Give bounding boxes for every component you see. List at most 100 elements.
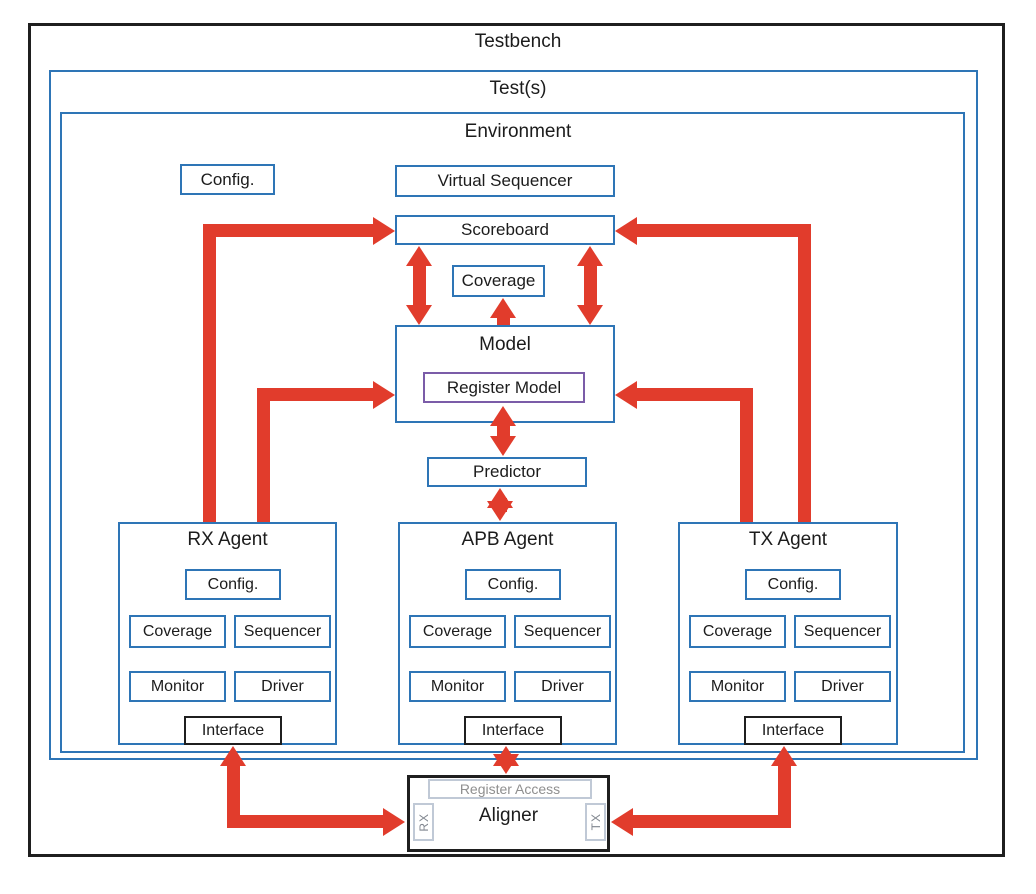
virtual-sequencer-label: Virtual Sequencer bbox=[437, 171, 573, 190]
model-title: Model bbox=[479, 334, 531, 355]
down-arrowhead-icon bbox=[406, 305, 432, 325]
arrow-vertical-shaft bbox=[497, 422, 510, 440]
up-arrowhead-icon bbox=[490, 298, 516, 318]
agent-coverage-label: Coverage bbox=[702, 622, 773, 640]
arrow-vertical-shaft bbox=[798, 224, 811, 522]
agent-config-box: Config. bbox=[465, 569, 561, 600]
coverage-label: Coverage bbox=[461, 271, 536, 290]
agent-title: TX Agent bbox=[748, 529, 828, 550]
arrow-vertical-shaft bbox=[413, 262, 426, 309]
agent-coverage-box: Coverage bbox=[689, 615, 786, 648]
agent-config-box: Config. bbox=[185, 569, 281, 600]
arrow-horizontal-shaft bbox=[257, 388, 375, 401]
agent-sequencer-label: Sequencer bbox=[803, 622, 882, 640]
register-access-box: Register Access bbox=[428, 779, 592, 799]
agent-interface-label: Interface bbox=[761, 721, 825, 739]
tests-title: Test(s) bbox=[489, 78, 547, 99]
up-arrowhead-icon bbox=[220, 746, 246, 766]
agent-sequencer-box: Sequencer bbox=[514, 615, 611, 648]
testbench-frame bbox=[28, 23, 1005, 857]
virtual-sequencer-box: Virtual Sequencer bbox=[395, 165, 615, 197]
agent-interface-label: Interface bbox=[201, 721, 265, 739]
predictor-box: Predictor bbox=[427, 457, 587, 487]
testbench-title: Testbench bbox=[474, 31, 562, 52]
predictor-label: Predictor bbox=[472, 462, 542, 481]
arrow-horizontal-shaft bbox=[203, 224, 375, 237]
agent-config-label: Config. bbox=[487, 575, 539, 593]
agent-monitor-label: Monitor bbox=[710, 677, 765, 695]
aligner-rx-port-label: RX bbox=[416, 812, 431, 832]
aligner-tx-port: TX bbox=[585, 803, 606, 841]
agent-driver-box: Driver bbox=[514, 671, 611, 702]
agent-driver-box: Driver bbox=[234, 671, 331, 702]
arrow-vertical-shaft bbox=[497, 314, 510, 325]
agent-driver-box: Driver bbox=[794, 671, 891, 702]
agent-interface-box: Interface bbox=[744, 716, 842, 745]
arrow-vertical-shaft bbox=[778, 764, 791, 828]
aligner-rx-port: RX bbox=[413, 803, 434, 841]
agent-sequencer-label: Sequencer bbox=[243, 622, 322, 640]
up-arrowhead-icon bbox=[490, 406, 516, 426]
scoreboard-box: Scoreboard bbox=[395, 215, 615, 245]
agent-monitor-box: Monitor bbox=[409, 671, 506, 702]
scoreboard-label: Scoreboard bbox=[461, 220, 549, 239]
agent-title: RX Agent bbox=[187, 529, 268, 550]
agent-interface-box: Interface bbox=[464, 716, 562, 745]
up-arrowhead-icon bbox=[771, 746, 797, 766]
agent-coverage-box: Coverage bbox=[409, 615, 506, 648]
left-arrowhead-icon bbox=[615, 381, 637, 409]
down-arrowhead-icon bbox=[490, 436, 516, 456]
down-arrowhead-icon bbox=[577, 305, 603, 325]
agent-config-label: Config. bbox=[207, 575, 259, 593]
left-arrowhead-icon bbox=[615, 217, 637, 245]
agent-driver-label: Driver bbox=[261, 677, 304, 695]
env-config-box: Config. bbox=[180, 164, 275, 195]
agent-driver-label: Driver bbox=[821, 677, 864, 695]
arrow-vertical-shaft bbox=[227, 764, 240, 828]
agent-sequencer-box: Sequencer bbox=[234, 615, 331, 648]
aligner-tx-port-label: TX bbox=[588, 813, 603, 831]
right-arrowhead-icon bbox=[383, 808, 405, 836]
arrow-vertical-shaft bbox=[257, 388, 270, 522]
aligner-box: Register Access Aligner RX TX bbox=[407, 775, 610, 852]
coverage-box: Coverage bbox=[452, 265, 545, 297]
arrow-horizontal-shaft bbox=[637, 388, 753, 401]
arrow-vertical-shaft bbox=[740, 388, 753, 522]
up-arrowhead-icon bbox=[406, 246, 432, 266]
agent-monitor-box: Monitor bbox=[689, 671, 786, 702]
arrow-horizontal-shaft bbox=[633, 815, 791, 828]
agent-coverage-label: Coverage bbox=[142, 622, 213, 640]
apb-agent-box: APB Agent Config. Coverage Sequencer Mon… bbox=[398, 522, 617, 745]
agent-interface-label: Interface bbox=[481, 721, 545, 739]
environment-title: Environment bbox=[464, 121, 572, 142]
agent-interface-box: Interface bbox=[184, 716, 282, 745]
arrow-vertical-shaft bbox=[203, 224, 216, 522]
down-arrowhead-icon bbox=[487, 501, 513, 521]
register-access-label: Register Access bbox=[459, 781, 561, 797]
aligner-title: Aligner bbox=[478, 805, 539, 826]
agent-coverage-label: Coverage bbox=[422, 622, 493, 640]
tx-agent-box: TX Agent Config. Coverage Sequencer Moni… bbox=[678, 522, 898, 745]
arrow-vertical-shaft bbox=[584, 262, 597, 309]
rx-agent-box: RX Agent Config. Coverage Sequencer Moni… bbox=[118, 522, 337, 745]
arrow-horizontal-shaft bbox=[227, 815, 385, 828]
agent-monitor-box: Monitor bbox=[129, 671, 226, 702]
agent-title: APB Agent bbox=[461, 529, 554, 550]
agent-config-box: Config. bbox=[745, 569, 841, 600]
register-model-box: Register Model bbox=[423, 372, 585, 403]
arrow-horizontal-shaft bbox=[637, 224, 811, 237]
agent-coverage-box: Coverage bbox=[129, 615, 226, 648]
register-model-label: Register Model bbox=[446, 377, 562, 397]
agent-sequencer-label: Sequencer bbox=[523, 622, 602, 640]
agent-monitor-label: Monitor bbox=[430, 677, 485, 695]
agent-monitor-label: Monitor bbox=[150, 677, 205, 695]
env-config-label: Config. bbox=[200, 169, 255, 189]
agent-config-label: Config. bbox=[767, 575, 819, 593]
right-arrowhead-icon bbox=[373, 381, 395, 409]
agent-driver-label: Driver bbox=[541, 677, 584, 695]
down-arrowhead-icon bbox=[493, 754, 519, 774]
up-arrowhead-icon bbox=[577, 246, 603, 266]
agent-sequencer-box: Sequencer bbox=[794, 615, 891, 648]
right-arrowhead-icon bbox=[373, 217, 395, 245]
